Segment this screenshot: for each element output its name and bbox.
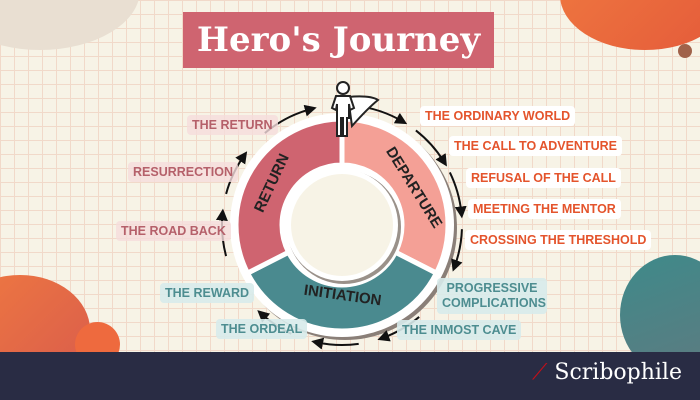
journey-wheel: RETURN DEPARTURE INITIATION bbox=[215, 81, 467, 350]
arrow-icon bbox=[451, 229, 463, 272]
stage-inmost-cave: THE INMOST CAVE bbox=[397, 320, 522, 340]
stage-the-return: THE RETURN bbox=[187, 115, 278, 135]
arrow-icon bbox=[311, 337, 359, 350]
stage-resurrection: RESURRECTION bbox=[128, 162, 239, 182]
stage-threshold: CROSSING THE THRESHOLD bbox=[465, 230, 652, 250]
footer: ⟋ Scribophile bbox=[0, 352, 700, 400]
segment-initiation bbox=[244, 248, 440, 334]
hero-icon bbox=[330, 81, 380, 137]
stage-progressive-complications: PROGRESSIVE COMPLICATIONS bbox=[437, 278, 547, 314]
stage-reward: THE REWARD bbox=[160, 283, 255, 303]
stage-ordinary-world: THE ORDINARY WORLD bbox=[420, 106, 576, 126]
stage-road-back: THE ROAD BACK bbox=[116, 221, 231, 241]
arrow-icon bbox=[448, 171, 467, 219]
page-title: Hero's Journey bbox=[183, 12, 494, 68]
segment-departure bbox=[339, 116, 451, 277]
brand-name: Scribophile bbox=[554, 360, 682, 385]
brand-logo: ⟋ Scribophile bbox=[532, 360, 682, 385]
inner-circle bbox=[291, 174, 393, 276]
stage-text: PROGRESSIVE COMPLICATIONS bbox=[442, 281, 546, 310]
stage-refusal: REFUSAL OF THE CALL bbox=[466, 168, 621, 188]
segment-return bbox=[233, 116, 345, 277]
quill-icon: ⟋ bbox=[531, 360, 548, 385]
arrow-icon bbox=[415, 129, 447, 167]
stage-ordeal: THE ORDEAL bbox=[216, 319, 308, 339]
decor-dot bbox=[678, 44, 692, 58]
stage-call-to-adventure: THE CALL TO ADVENTURE bbox=[449, 136, 622, 156]
stage-mentor: MEETING THE MENTOR bbox=[468, 199, 621, 219]
